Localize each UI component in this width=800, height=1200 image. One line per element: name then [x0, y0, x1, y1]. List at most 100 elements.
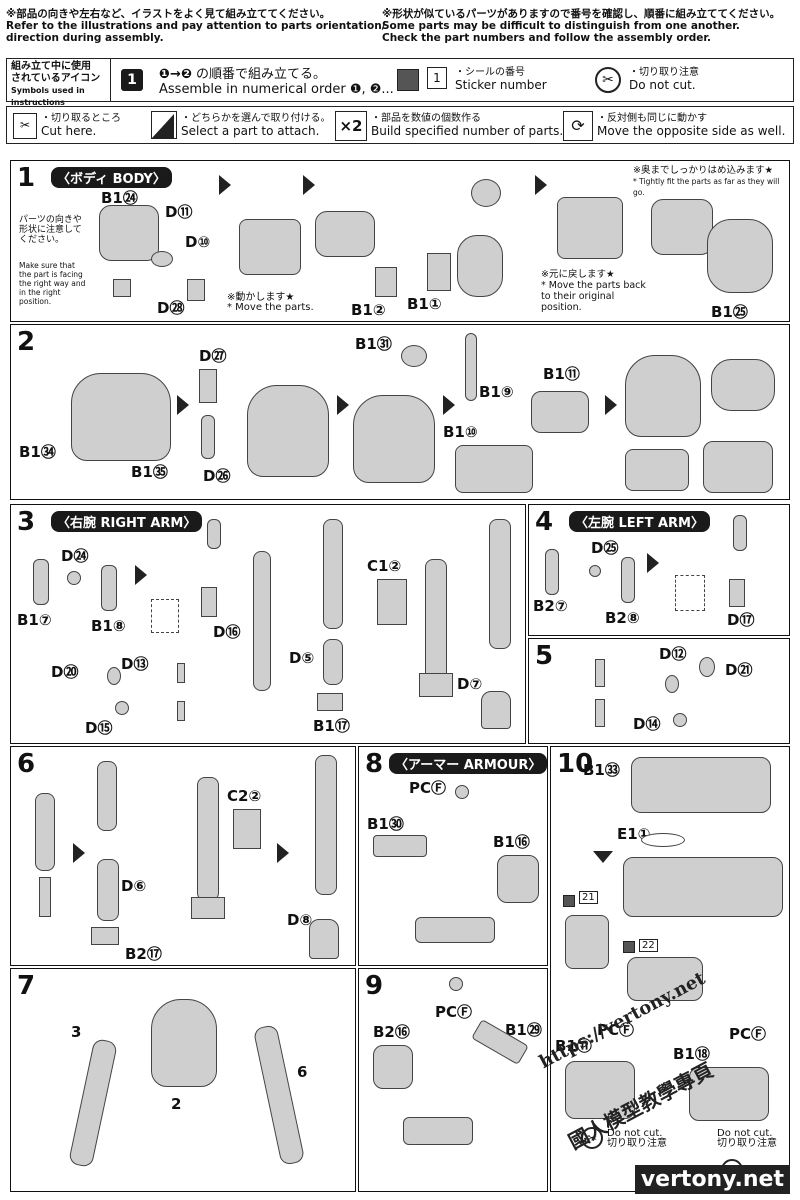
left-arm-frame: [35, 793, 55, 871]
subassembly-label-3: 3: [71, 1023, 82, 1041]
warning-right-jp: ※形状が似ているパーツがありますので番号を確認し、順番に組み立ててください。: [382, 8, 781, 20]
no-cut-icon: ✂: [595, 67, 621, 93]
part-label-d-25: D㉕: [591, 539, 619, 557]
torso-assembly: [151, 999, 217, 1087]
move-note-jp: ※動かします★: [227, 292, 295, 303]
part-label-pc-f-1: PCⒻ: [409, 779, 447, 797]
symbols-title-en: Symbols used in instructions: [11, 86, 85, 107]
left-ball-joint: [589, 565, 601, 577]
backpack-frame-part: [631, 757, 771, 813]
left-elbow-ring: [665, 675, 679, 693]
part-label-b2-17: B2⑰: [125, 945, 162, 963]
torso-collar-part: [353, 395, 435, 483]
left-hand-guard: [91, 927, 119, 945]
move-note: ※動かします★ * Move the parts.: [227, 293, 337, 313]
wrist-ring-part: [115, 701, 129, 715]
cylinder-part: [187, 279, 205, 301]
sticker-en: Sticker number: [455, 78, 547, 92]
select-en: Select a part to attach.: [181, 124, 320, 138]
shoulder-part: [457, 235, 503, 297]
neck-stick-part: [465, 333, 477, 401]
cut-note-right-en: Do not cut.: [717, 1128, 773, 1139]
part-label-b1-35: B1㉟: [131, 463, 168, 481]
upper-arm-left-half: [33, 559, 49, 605]
joint-part: [151, 251, 173, 267]
left-arm-guard: [191, 897, 225, 919]
part-label-d-27: D㉗: [199, 347, 227, 365]
warning-right: ※形状が似ているパーツがありますので番号を確認し、順番に組み立ててください。 S…: [382, 8, 800, 44]
pin-part-1: [177, 663, 185, 683]
move-note-en: * Move the parts.: [227, 302, 314, 313]
part-label-d-28: D㉘: [157, 299, 185, 317]
build-count-icon: ×2: [335, 111, 367, 141]
step-7-assembly: 7 3 2 6: [10, 968, 356, 1192]
shoulder-block-part: [375, 267, 397, 297]
backpack-assembled-part: [623, 857, 783, 917]
hip-cover-part: [703, 441, 773, 493]
step-2-arrow-4: [605, 395, 617, 415]
step-10-number: 10: [557, 749, 594, 779]
order-arrow-icon: ❶→❷: [159, 67, 192, 82]
forearm-frame-part: [323, 519, 343, 629]
part-label-d-13: D⑬: [121, 655, 149, 673]
build-en: Build specified number of parts.: [371, 124, 564, 138]
part-label-pc-f-3: PCⒻ: [597, 1021, 635, 1039]
build-legend: ・部品を数値の個数作る Build specified number of pa…: [371, 109, 563, 138]
step-6-number: 6: [17, 749, 36, 779]
part-label-d-5: D⑤: [289, 649, 315, 667]
left-hand-part: [309, 919, 339, 959]
subassembly-label-6: 6: [297, 1063, 308, 1081]
step-2-arrow-1: [177, 395, 189, 415]
warning-left-en-1: Refer to the illustrations and pay atten…: [6, 20, 386, 32]
instructions-header: ※部品の向きや左右など、イラストをよく見て組み立ててください。 Refer to…: [0, 0, 800, 150]
elbow-cap-part: [201, 587, 217, 617]
armor-arm-assembled: [415, 917, 495, 943]
step-5-joints: 5 D⑫ D㉑ D⑭: [528, 638, 790, 744]
part-label-b1-34: B1㉞: [19, 443, 56, 461]
chest-cover-part: [711, 359, 775, 411]
sticker-jp: ・シールの番号: [455, 67, 525, 78]
part-label-b2-16: B2⑯: [373, 1023, 410, 1041]
step-10-backpack: 10 B1㉝ E1① 21 22 B1⑪ PCⒻ B1⑱ PCⒻ Do not …: [550, 746, 790, 1192]
wing-part: [627, 957, 703, 1001]
step-9-number: 9: [365, 971, 384, 1001]
elbow-ring-part: [107, 667, 121, 685]
part-label-b1-17: B1⑰: [313, 717, 350, 735]
left-upper-arm-half-1: [545, 549, 559, 595]
step-1-note-en: Make sure that the part is facing the ri…: [19, 261, 86, 306]
step-10-arrow: [593, 851, 613, 863]
part-label-d-16: D⑯: [213, 623, 241, 641]
cut-caution-legend: ・切り取り注意 Do not cut.: [629, 63, 699, 92]
cut-here-jp: ・切り取るところ: [41, 113, 121, 124]
armor-block-part-2: [373, 1045, 413, 1089]
arm-frame-part: [253, 551, 271, 691]
part-label-d-8: D⑧: [287, 911, 313, 929]
left-upper-arm: [97, 761, 117, 831]
ring-part: [471, 179, 501, 207]
part-label-c1-2: C1②: [367, 557, 402, 575]
no-cut-icon-left: ✂: [581, 1127, 603, 1149]
warning-right-en-1: Some parts may be difficult to distingui…: [382, 20, 740, 32]
left-armor-plate: [233, 809, 261, 849]
numerical-order-jp: の順番で組み立てる。: [196, 67, 327, 82]
left-arm-assembled: [197, 777, 219, 901]
opposite-side-icon: ⟳: [563, 111, 593, 141]
left-upper-arm-half-2: [621, 557, 635, 603]
part-label-d-11: D⑪: [165, 203, 193, 221]
left-arm-joint: [39, 877, 51, 917]
tight-note-jp: ※奥までしっかりはめ込みます★: [633, 165, 773, 176]
cut-note-right-jp: 切り取り注意: [717, 1138, 777, 1149]
step-3-title: 〈右腕 RIGHT ARM〉: [51, 511, 203, 532]
back-note-en: * Move the parts back to their original …: [541, 280, 646, 313]
step-3-right-arm: 3 〈右腕 RIGHT ARM〉 D㉔ B1⑦ B1⑧ D⑯ D⑳ D⑬ D⑮ …: [10, 504, 526, 744]
cut-caution-en: Do not cut.: [629, 78, 696, 92]
upper-arm-right-half: [101, 565, 117, 611]
side-armor-part: [565, 915, 609, 969]
left-arm-final: [315, 755, 337, 895]
watermark-brand: vertony.net: [634, 1165, 790, 1194]
left-arm-assembly: [252, 1024, 306, 1166]
symbols-title-jp-1: 組み立て中に使用: [11, 61, 91, 72]
sticker-marker-22: [623, 941, 635, 953]
sticker-label-21: 21: [579, 891, 598, 904]
armor-arm-part: [373, 835, 427, 857]
